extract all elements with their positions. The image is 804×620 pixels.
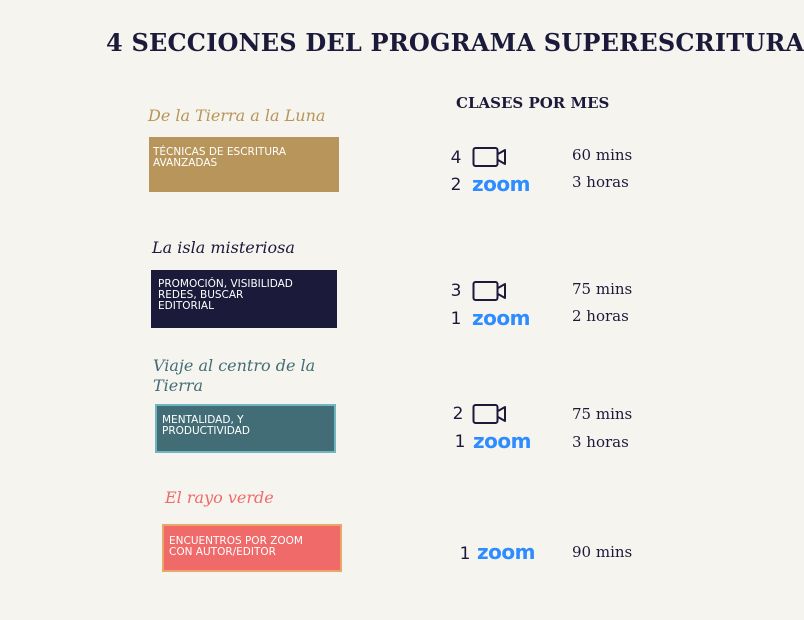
section-box-line: MENTALIDAD, Y [162, 414, 244, 426]
section-title-2: La isla misteriosa [152, 238, 295, 257]
zoom-logo: zoom [472, 172, 530, 196]
video-camera-icon [472, 147, 506, 167]
video-count: 2 [452, 404, 464, 424]
section-box-line: EDITORIAL [158, 300, 214, 312]
zoom-duration: 3 horas [572, 433, 629, 451]
section-box-1: TÉCNICAS DE ESCRITURA AVANZADAS [149, 137, 339, 192]
section-box-2: PROMOCIÓN, VISIBILIDAD REDES, BUSCAR EDI… [151, 270, 337, 328]
video-duration: 75 mins [572, 280, 633, 298]
zoom-count: 1 [454, 432, 466, 452]
section-title-3: Viaje al centro de la Tierra [153, 356, 315, 396]
video-count: 4 [450, 148, 462, 168]
zoom-logo: zoom [472, 306, 530, 330]
video-duration: 60 mins [572, 146, 633, 164]
video-duration: 75 mins [572, 405, 633, 423]
section-box-line: PRODUCTIVIDAD [162, 425, 250, 437]
section-box-line: REDES, BUSCAR [158, 289, 244, 301]
section-box-4: ENCUENTROS POR ZOOM CON AUTOR/EDITOR [162, 524, 342, 572]
column-header: CLASES POR MES [456, 94, 610, 112]
section-title-line: Viaje al centro de la [153, 356, 316, 375]
section-title-1: De la Tierra a la Luna [148, 106, 326, 125]
zoom-logo: zoom [477, 540, 535, 564]
zoom-count: 1 [450, 309, 462, 329]
zoom-count: 2 [450, 175, 462, 195]
zoom-count: 1 [459, 544, 471, 564]
video-camera-icon [472, 281, 506, 301]
section-box-line: TÉCNICAS DE ESCRITURA [153, 146, 287, 158]
zoom-duration: 2 horas [572, 307, 629, 325]
section-title-line: Tierra [153, 376, 204, 395]
section-box-line: AVANZADAS [153, 157, 218, 169]
page-title: 4 SECCIONES DEL PROGRAMA SUPERESCRITURA [106, 28, 804, 57]
zoom-duration: 90 mins [572, 543, 633, 561]
zoom-logo: zoom [473, 429, 531, 453]
video-camera-icon [472, 404, 506, 424]
section-box-line: CON AUTOR/EDITOR [169, 546, 276, 558]
section-box-line: ENCUENTROS POR ZOOM [169, 535, 303, 547]
section-box-3: MENTALIDAD, Y PRODUCTIVIDAD [155, 404, 336, 453]
video-count: 3 [450, 281, 462, 301]
section-box-line: PROMOCIÓN, VISIBILIDAD [158, 278, 293, 290]
section-title-4: El rayo verde [165, 488, 274, 507]
zoom-duration: 3 horas [572, 173, 629, 191]
